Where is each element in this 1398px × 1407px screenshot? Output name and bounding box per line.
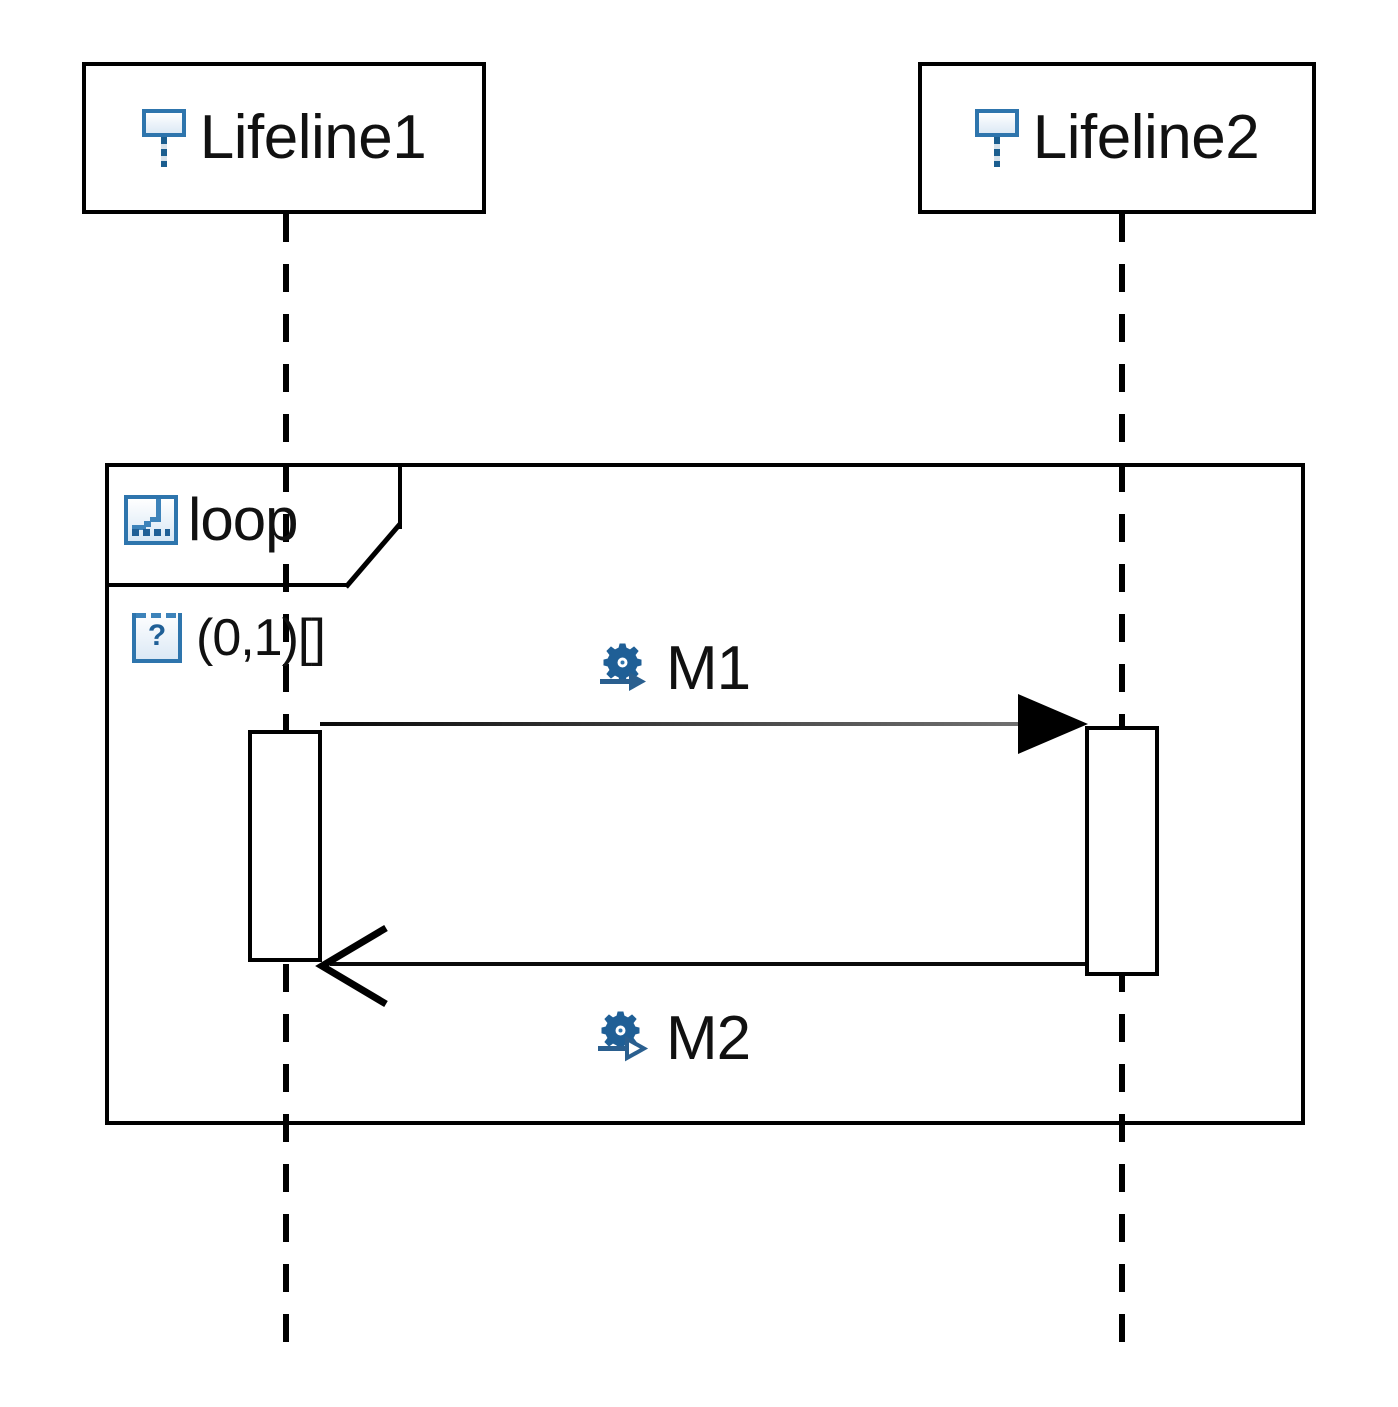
lifeline-icon: [141, 109, 186, 167]
combined-fragment-loop[interactable]: [105, 463, 1305, 1125]
combined-fragment-icon: [124, 495, 178, 545]
message-arrowhead-m1: [1018, 694, 1088, 754]
message-reply-icon: [596, 1011, 654, 1067]
fragment-operator-label: loop: [188, 486, 298, 553]
lifeline-name-label: Lifeline1: [199, 103, 427, 172]
fragment-notch-vertical: [398, 463, 402, 529]
message-name-label: M1: [666, 634, 751, 703]
lifeline-name-label: Lifeline2: [1032, 103, 1260, 172]
message-line-m2[interactable]: [330, 962, 1085, 966]
fragment-header-separator: [105, 583, 346, 587]
lifeline-head-lifeline2[interactable]: Lifeline2: [918, 62, 1316, 214]
message-name-label: M2: [666, 1004, 751, 1073]
interaction-constraint-row[interactable]: ? (0,1)[]: [132, 609, 326, 667]
message-line-m1[interactable]: [320, 722, 1020, 726]
message-arrowhead-m2: [315, 924, 388, 1008]
message-call-icon: [596, 641, 654, 697]
fragment-notch-diagonal: [344, 522, 402, 589]
fragment-operator-row[interactable]: loop: [124, 486, 298, 553]
activation-bar-lifeline2[interactable]: [1085, 726, 1159, 976]
lifeline-icon: [974, 109, 1019, 167]
activation-bar-lifeline1[interactable]: [248, 730, 322, 962]
lifeline-head-lifeline1[interactable]: Lifeline1: [82, 62, 486, 214]
guard-condition-label: (0,1)[]: [196, 609, 326, 667]
message-label-row-m2[interactable]: M2: [596, 1004, 751, 1073]
interaction-constraint-icon: ?: [132, 613, 182, 663]
message-label-row-m1[interactable]: M1: [596, 634, 751, 703]
